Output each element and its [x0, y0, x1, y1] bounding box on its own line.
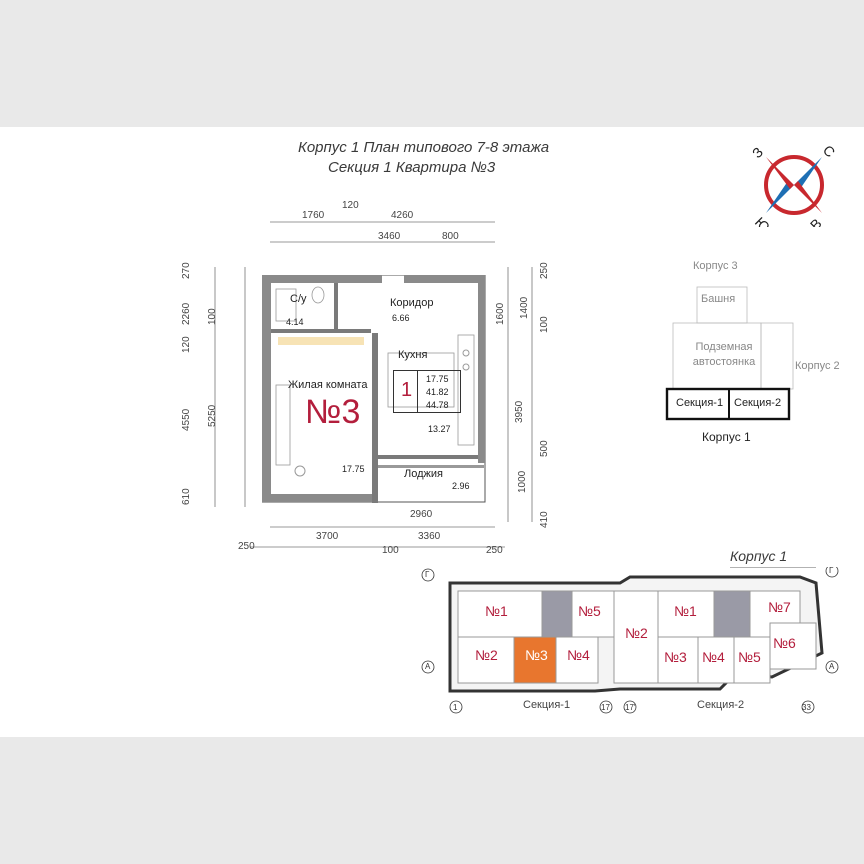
compass-icon: З С Ю В	[752, 142, 836, 227]
rooms-count: 1	[401, 379, 413, 401]
dim-top-1: 1760	[302, 210, 325, 221]
keyplan-sec2: Секция-2	[697, 699, 745, 711]
apartment-number: №3	[305, 393, 361, 431]
room-kitchen-area: 13.27	[428, 424, 451, 434]
dimension-lines	[214, 221, 533, 548]
room-bath-area: 4.14	[286, 317, 304, 327]
dim-bot-1: 2960	[410, 509, 433, 520]
room-living-label: Жилая комната	[288, 379, 368, 391]
unit-s2-2: №2	[625, 625, 648, 641]
dim-right-8: 410	[539, 511, 550, 528]
unit-s1-5: №5	[578, 603, 601, 619]
dim-bot-5: 100	[382, 545, 399, 556]
keyplan-title: Корпус 1	[730, 548, 788, 564]
axis-a-left: А	[425, 662, 431, 671]
site-parking: Подземная автостоянка	[692, 341, 756, 368]
room-corridor-area: 6.66	[392, 313, 410, 323]
unit-s2-1: №1	[674, 603, 697, 619]
dim-bot-4: 250	[238, 541, 255, 552]
unit-s2-7: №7	[768, 599, 791, 615]
dim-right-6: 500	[539, 440, 550, 457]
key-plan	[421, 567, 839, 714]
area-box: 1 17.75 41.82 44.78	[393, 370, 461, 413]
room-loggia-area: 2.96	[452, 481, 470, 491]
site-tower: Башня	[701, 293, 736, 305]
room-bath-label: С/у	[290, 293, 307, 305]
dim-right-4: 100	[539, 316, 550, 333]
dim-top-5: 800	[442, 231, 459, 242]
dim-top-4: 3460	[378, 231, 401, 242]
dim-bot-2: 3700	[316, 531, 339, 542]
dim-left-6: 5250	[207, 404, 218, 427]
total-with-loggia-value: 44.78	[426, 400, 449, 410]
total-area-value: 41.82	[426, 387, 449, 397]
axis-17p: 17'	[625, 703, 636, 712]
dim-left-1: 270	[181, 262, 192, 279]
site-k3: Корпус 3	[693, 260, 738, 272]
dim-right-2: 1600	[495, 302, 506, 325]
axis-a-right: А	[829, 662, 835, 671]
unit-s1-3: №3	[525, 647, 548, 663]
apartment-floor-plan	[262, 275, 486, 503]
dim-left-4: 120	[181, 336, 192, 353]
dim-bot-3: 3360	[418, 531, 441, 542]
living-area-value: 17.75	[426, 374, 449, 384]
unit-s2-4: №4	[702, 649, 725, 665]
dim-top-3: 4260	[391, 210, 414, 221]
dim-right-3: 1400	[519, 296, 530, 319]
unit-s2-3: №3	[664, 649, 687, 665]
dim-bot-6: 250	[486, 545, 503, 556]
unit-s2-6: №6	[773, 635, 796, 651]
site-k2: Корпус 2	[795, 360, 840, 372]
room-corridor-label: Коридор	[390, 297, 434, 309]
site-sec1: Секция-1	[676, 397, 724, 409]
site-plan	[665, 286, 794, 421]
dim-right-7: 1000	[517, 470, 528, 493]
room-loggia-label: Лоджия	[404, 468, 443, 480]
dim-top-2: 120	[342, 200, 359, 211]
keyplan-sec1: Секция-1	[523, 699, 571, 711]
unit-s1-4: №4	[567, 647, 590, 663]
plan-sheet: Корпус 1 План типового 7-8 этажа Секция …	[0, 127, 864, 737]
title-line-2: Секция 1 Квартира №3	[328, 159, 496, 176]
axis-g-left: Г	[425, 570, 430, 579]
unit-s2-5: №5	[738, 649, 761, 665]
axis-g-right: Г	[829, 566, 834, 575]
room-living-area: 17.75	[342, 464, 365, 474]
dim-left-3: 100	[207, 308, 218, 325]
room-kitchen-label: Кухня	[398, 349, 428, 361]
axis-1: 1	[453, 703, 458, 712]
dim-left-2: 2260	[181, 302, 192, 325]
axis-33: 33	[802, 703, 811, 712]
dim-right-1: 250	[539, 262, 550, 279]
compass-e: В	[807, 215, 825, 227]
unit-s1-2: №2	[475, 647, 498, 663]
unit-s1-1: №1	[485, 603, 508, 619]
dim-left-5: 4550	[181, 408, 192, 431]
site-sec2: Секция-2	[734, 397, 782, 409]
dim-left-7: 610	[181, 488, 192, 505]
dim-right-5: 3950	[514, 400, 525, 423]
axis-17: 17	[601, 703, 610, 712]
site-k1: Корпус 1	[702, 430, 751, 444]
title-line-1: Корпус 1 План типового 7-8 этажа	[298, 139, 550, 156]
